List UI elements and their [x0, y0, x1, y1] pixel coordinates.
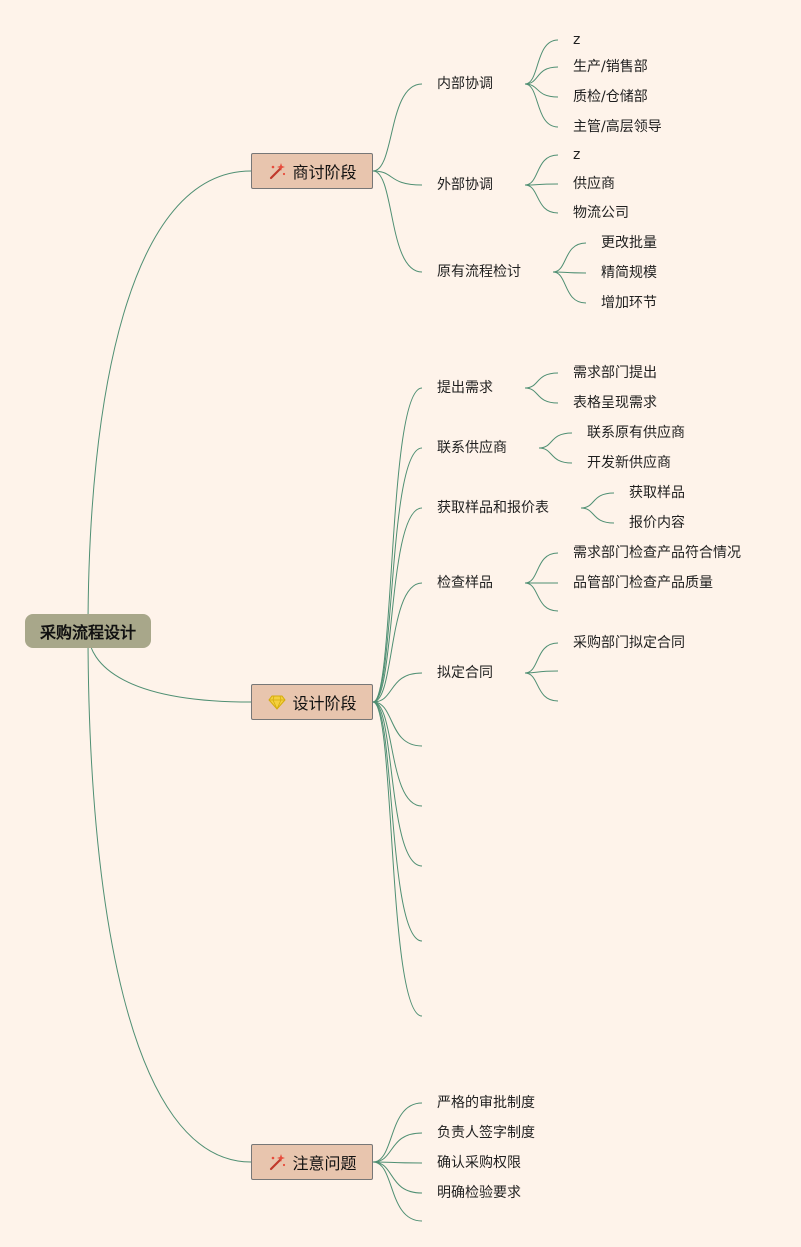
branch-to-topic-link — [372, 582, 423, 703]
topic-node[interactable]: 获取样品和报价表 — [437, 500, 549, 516]
topic-to-leaf-link — [580, 507, 615, 524]
branch-to-topic-link — [372, 507, 423, 703]
topic-to-leaf-link — [524, 670, 559, 674]
topic-to-leaf-link — [524, 39, 559, 85]
branch-node-design[interactable]: 设计阶段 — [251, 684, 373, 720]
topic-to-leaf-link — [524, 184, 559, 214]
leaf-node[interactable]: 生产/销售部 — [573, 59, 648, 75]
topic-to-leaf-link — [524, 672, 559, 702]
topic-to-leaf-link — [552, 271, 587, 274]
branch-to-topic-link — [372, 701, 423, 747]
leaf-node[interactable]: 质检/仓储部 — [573, 89, 648, 105]
leaf-node[interactable]: 需求部门检查产品符合情况 — [573, 545, 741, 561]
topic-to-leaf-link — [552, 271, 587, 304]
topic-node[interactable]: 内部协调 — [437, 76, 493, 92]
topic-node[interactable]: 拟定合同 — [437, 665, 493, 681]
leaf-node[interactable]: z — [573, 32, 581, 48]
root-label: 采购流程设计 — [39, 623, 136, 642]
topic-to-leaf-link — [524, 582, 559, 612]
branch-to-topic-link — [372, 1102, 423, 1163]
leaf-node[interactable]: 供应商 — [573, 176, 615, 192]
branch-to-topic-link — [372, 701, 423, 807]
root-to-branch-link — [87, 170, 252, 632]
branch-to-topic-link — [372, 701, 423, 1017]
diamond-icon — [267, 692, 287, 712]
leaf-node[interactable]: 物流公司 — [573, 205, 629, 221]
topic-node[interactable]: 明确检验要求 — [437, 1185, 521, 1201]
branch-to-topic-link — [372, 672, 423, 703]
branch-to-topic-link — [372, 83, 423, 172]
leaf-node[interactable]: 联系原有供应商 — [587, 425, 685, 441]
topic-to-leaf-link — [580, 492, 615, 509]
leaf-node[interactable]: 更改批量 — [601, 235, 657, 251]
branch-label: 商讨阶段 — [292, 163, 357, 182]
topic-node[interactable]: 外部协调 — [437, 177, 493, 193]
topic-node[interactable]: 原有流程检讨 — [437, 264, 521, 280]
topic-to-leaf-link — [524, 154, 559, 186]
branch-to-topic-link — [372, 387, 423, 703]
leaf-node[interactable]: 需求部门提出 — [573, 365, 657, 381]
leaf-node[interactable]: z — [573, 147, 581, 163]
topic-node[interactable]: 严格的审批制度 — [437, 1095, 535, 1111]
branch-to-topic-link — [372, 170, 423, 273]
branch-label: 设计阶段 — [292, 694, 357, 713]
topic-to-leaf-link — [538, 447, 573, 464]
topic-to-leaf-link — [524, 372, 559, 389]
leaf-node[interactable]: 品管部门检查产品质量 — [573, 575, 713, 591]
leaf-node[interactable]: 报价内容 — [629, 515, 685, 531]
topic-node[interactable]: 联系供应商 — [437, 440, 507, 456]
branch-to-topic-link — [372, 701, 423, 867]
branch-node-discussion[interactable]: 商讨阶段 — [251, 153, 373, 189]
topic-node[interactable]: 提出需求 — [437, 380, 493, 396]
topic-node[interactable]: 负责人签字制度 — [437, 1125, 535, 1141]
topic-to-leaf-link — [524, 552, 559, 584]
branch-node-attention[interactable]: 注意问题 — [251, 1144, 373, 1180]
branch-to-topic-link — [372, 170, 423, 186]
topic-node[interactable]: 确认采购权限 — [437, 1155, 521, 1171]
branch-to-topic-link — [372, 1161, 423, 1222]
leaf-node[interactable]: 表格呈现需求 — [573, 395, 657, 411]
topic-to-leaf-link — [524, 83, 559, 128]
branch-to-topic-link — [372, 1132, 423, 1163]
magic-wand-icon — [267, 1152, 287, 1172]
branch-to-topic-link — [372, 447, 423, 703]
topic-to-leaf-link — [524, 66, 559, 85]
leaf-node[interactable]: 采购部门拟定合同 — [573, 635, 685, 651]
leaf-node[interactable]: 增加环节 — [601, 295, 657, 311]
topic-to-leaf-link — [538, 432, 573, 449]
branch-to-topic-link — [372, 701, 423, 942]
branch-label: 注意问题 — [292, 1154, 357, 1173]
root-to-branch-link — [87, 630, 252, 1163]
leaf-node[interactable]: 主管/高层领导 — [573, 119, 662, 135]
topic-to-leaf-link — [524, 183, 559, 186]
topic-to-leaf-link — [524, 642, 559, 674]
topic-to-leaf-link — [552, 242, 587, 273]
branch-to-topic-link — [372, 1161, 423, 1194]
root-node[interactable]: 采购流程设计 — [25, 614, 151, 648]
leaf-node[interactable]: 精简规模 — [601, 265, 657, 281]
topic-to-leaf-link — [524, 387, 559, 404]
leaf-node[interactable]: 获取样品 — [629, 485, 685, 501]
branch-to-topic-link — [372, 1161, 423, 1164]
magic-wand-icon — [267, 161, 287, 181]
topic-node[interactable]: 检查样品 — [437, 575, 493, 591]
leaf-node[interactable]: 开发新供应商 — [587, 455, 671, 471]
